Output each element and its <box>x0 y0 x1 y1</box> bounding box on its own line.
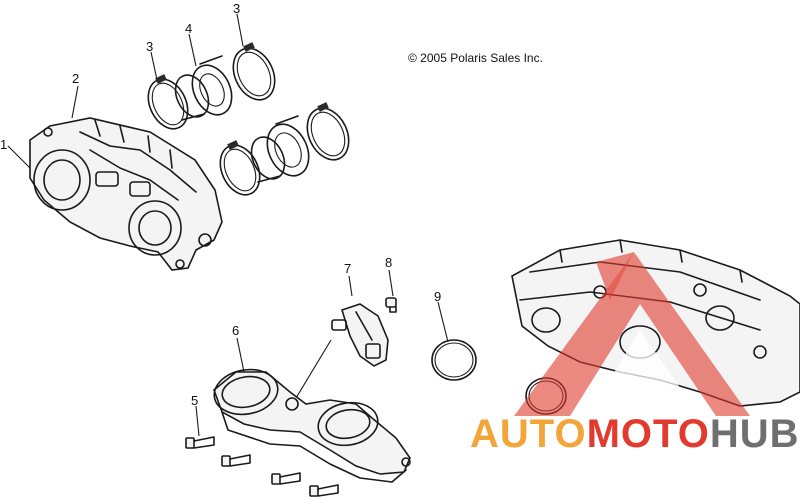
callout-8: 8 <box>385 255 393 270</box>
sensor-screw <box>385 297 397 313</box>
callout-3-right: 3 <box>233 1 241 16</box>
bolt-3 <box>271 472 301 485</box>
watermark-auto: AUTO <box>470 412 587 456</box>
callout-2: 2 <box>72 71 80 86</box>
watermark-logo <box>514 252 750 416</box>
clamp-upper-right <box>232 42 276 101</box>
throttle-body <box>29 117 223 271</box>
callout-6: 6 <box>232 323 240 338</box>
intake-manifold <box>213 368 411 483</box>
callout-5: 5 <box>191 393 199 408</box>
map-sensor <box>331 303 389 367</box>
bolt-4 <box>309 484 339 497</box>
bolt-2 <box>221 454 251 467</box>
watermark-moto: MOTO <box>586 412 710 456</box>
bolt-1 <box>185 436 215 449</box>
o-ring-9 <box>431 339 477 381</box>
clamp-upper-left <box>147 74 189 130</box>
clamp-lower-right <box>306 102 350 161</box>
callout-4: 4 <box>185 21 193 36</box>
boot-lower <box>250 115 310 183</box>
callout-3-left: 3 <box>146 39 154 54</box>
callout-7: 7 <box>344 261 352 276</box>
watermark-hub: HUB <box>709 412 800 456</box>
callout-9: 9 <box>434 289 442 304</box>
callout-1: 1 <box>0 137 8 152</box>
boot-upper <box>174 55 233 121</box>
clamp-lower-left <box>219 140 261 196</box>
watermark-text: AUTOMOTOHUB <box>470 414 800 454</box>
copyright-notice: © 2005 Polaris Sales Inc. <box>408 51 543 65</box>
